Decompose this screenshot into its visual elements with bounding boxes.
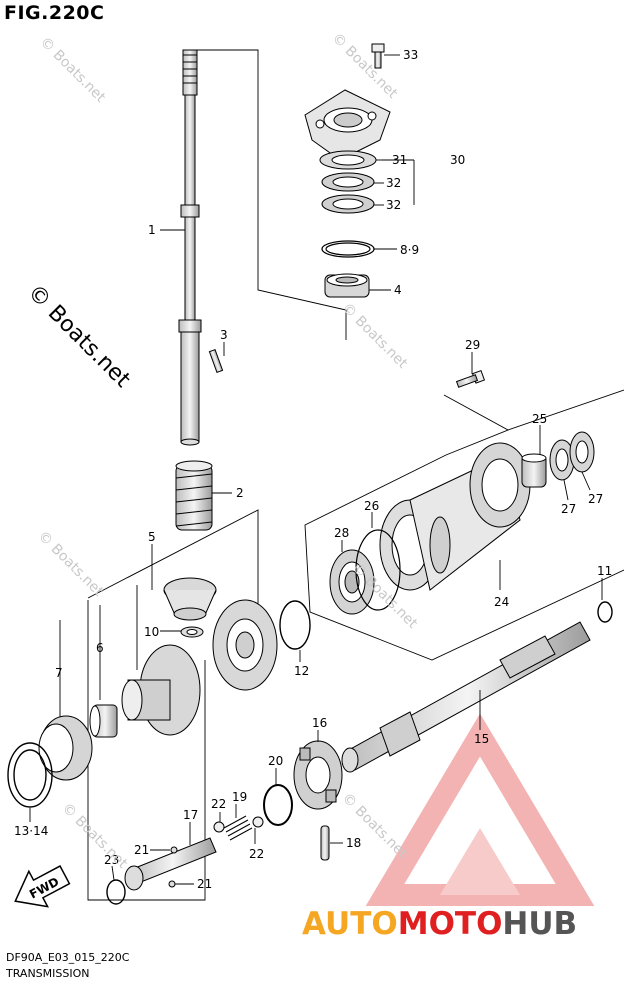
- part-reverse-gear: [212, 599, 278, 691]
- part-28-bearing: [329, 549, 375, 615]
- callout-4: 4: [394, 283, 402, 297]
- part-21-pin-lower: [168, 880, 176, 888]
- part-26-o-ring: [355, 529, 401, 611]
- callout-24: 24: [494, 595, 509, 609]
- callout-8-9: 8·9: [400, 243, 419, 257]
- callout-12: 12: [294, 664, 309, 678]
- callout-15: 15: [474, 732, 489, 746]
- part-8-9-shim: [321, 240, 375, 258]
- figure-title: FIG.220C: [4, 2, 105, 24]
- callout-29: 29: [465, 338, 480, 352]
- part-27-oil-seal-inner: [549, 439, 575, 481]
- callout-31: 31: [392, 153, 407, 167]
- callout-27-inner: 27: [561, 502, 576, 516]
- callout-3: 3: [220, 328, 228, 342]
- callout-5: 5: [148, 530, 156, 544]
- part-forward-gear: [121, 644, 201, 736]
- part-27-oil-seal-outer: [569, 431, 595, 473]
- part-18-pin: [320, 825, 330, 861]
- part-31-oil-seal: [319, 150, 377, 170]
- part-15-propeller-shaft: [341, 621, 591, 773]
- part-19-spring: [223, 815, 253, 841]
- part-3-pin: [208, 348, 224, 374]
- part-6-needle-bearing: [89, 704, 118, 738]
- part-32-oil-seal-upper: [321, 172, 375, 192]
- part-32-oil-seal-lower: [321, 194, 375, 214]
- callout-21-lower: 21: [197, 877, 212, 891]
- callout-32-upper: 32: [386, 176, 401, 190]
- callout-17: 17: [183, 808, 198, 822]
- part-29-bolt: [455, 369, 486, 388]
- callout-33: 33: [403, 48, 418, 62]
- automotohub-logo: AUTOMOTOHUB: [302, 906, 577, 942]
- part-25-needle-bearing: [521, 453, 547, 488]
- logo-part-hub: HUB: [502, 906, 578, 942]
- part-4-bearing: [324, 273, 370, 298]
- callout-27-outer: 27: [588, 492, 603, 506]
- watermark-triangle-logo: [365, 713, 595, 906]
- part-24-propeller-shaft-housing: [379, 442, 531, 591]
- part-5-pinion-gear: [163, 577, 217, 621]
- part-23-washer: [106, 879, 126, 905]
- part-13-14-bearing-race: [7, 742, 53, 808]
- part-22-ball-lower: [252, 816, 264, 828]
- part-1-drive-shaft: [178, 49, 202, 446]
- part-12-snap-ring: [279, 600, 311, 650]
- part-20-clutch-ring: [263, 784, 293, 826]
- part-7-tapered-bearing: [38, 715, 93, 781]
- callout-labels: 33 31 30 32 32 8·9 4 1 3 2 29 25 27 27 2…: [14, 48, 612, 891]
- part-10-shim: [180, 626, 204, 638]
- logo-part-moto: MOTO: [397, 906, 503, 942]
- callout-6: 6: [96, 641, 104, 655]
- callout-22-lower: 22: [249, 847, 264, 861]
- callout-30: 30: [450, 153, 465, 167]
- group-frames: [59, 49, 624, 901]
- callout-10: 10: [144, 625, 159, 639]
- callout-2: 2: [236, 486, 244, 500]
- part-22-ball-upper: [213, 821, 225, 833]
- part-30-bearing-housing: [304, 89, 391, 161]
- callout-23: 23: [104, 853, 119, 867]
- callout-19: 19: [232, 790, 247, 804]
- callout-20: 20: [268, 754, 283, 768]
- fwd-arrow-icon: FWD: [14, 865, 71, 908]
- part-11-ring: [597, 601, 613, 623]
- part-17-shift-plunger: [124, 837, 217, 891]
- callout-1: 1: [148, 223, 156, 237]
- callout-22-upper: 22: [211, 797, 226, 811]
- part-16-clutch: [293, 740, 343, 810]
- section-name: TRANSMISSION: [6, 967, 90, 980]
- part-21-pin-upper: [170, 846, 178, 854]
- callout-16: 16: [312, 716, 327, 730]
- callout-7: 7: [55, 666, 63, 680]
- callout-26: 26: [364, 499, 379, 513]
- callout-25: 25: [532, 412, 547, 426]
- callout-21-upper: 21: [134, 843, 149, 857]
- part-2-pinion-gear: [175, 460, 213, 531]
- callout-13-14: 13·14: [14, 824, 48, 838]
- callout-18: 18: [346, 836, 361, 850]
- callout-32-lower: 32: [386, 198, 401, 212]
- part-33-bolt: [371, 43, 385, 69]
- model-code: DF90A_E03_015_220C: [6, 951, 130, 964]
- callout-11: 11: [597, 564, 612, 578]
- callout-leaders: [29, 54, 603, 885]
- callout-28: 28: [334, 526, 349, 540]
- logo-part-auto: AUTO: [302, 906, 398, 942]
